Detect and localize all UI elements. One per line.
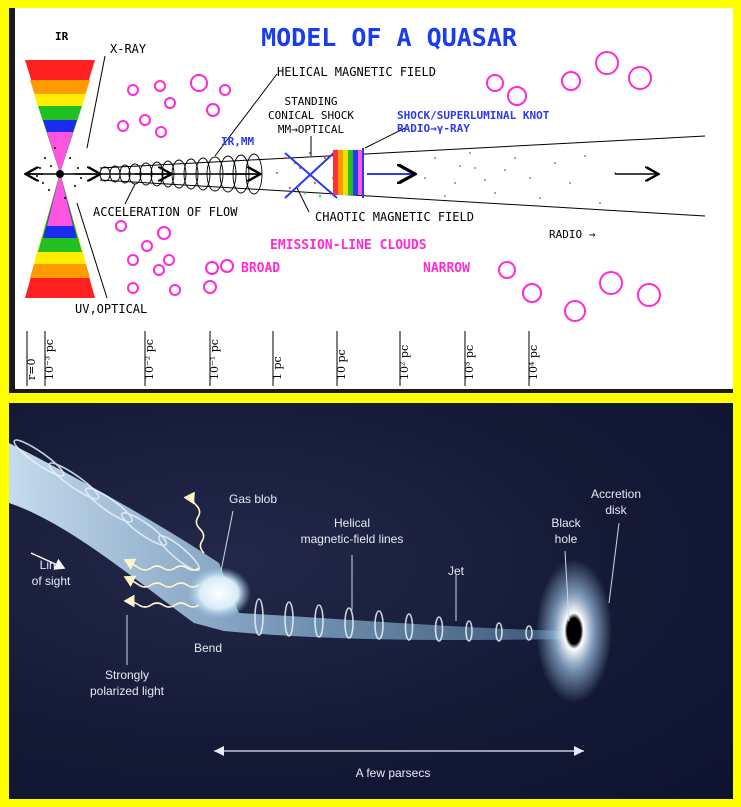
diagram-title: MODEL OF A QUASAR — [261, 23, 518, 52]
label-helical-2: magnetic-field lines — [301, 532, 404, 546]
label-emission: EMISSION-LINE CLOUDS — [270, 238, 427, 253]
label-narrow: NARROW — [423, 261, 470, 276]
label-radio: RADIO → — [549, 228, 596, 241]
scale-bar — [214, 746, 584, 756]
label-shock-2: RADIO→γ-RAY — [397, 122, 470, 135]
label-uv-optical: UV,OPTICAL — [75, 302, 147, 316]
axis-tick-label: r=0 — [25, 359, 38, 380]
axis-tick-label: 10² pc — [398, 345, 411, 380]
axis-tick-label: 10³ pc — [463, 345, 476, 380]
label-gas-blob: Gas blob — [229, 492, 277, 506]
quasar-model-panel: MODEL OF A QUASAR IR — [9, 8, 733, 393]
label-line-2: of sight — [32, 574, 71, 588]
emission-clouds — [116, 52, 660, 321]
label-shock-1: SHOCK/SUPERLUMINAL KNOT — [397, 109, 550, 122]
label-acceleration: ACCELERATION OF FLOW — [93, 205, 238, 219]
label-accretion-1: Accretion — [591, 487, 641, 501]
label-chaotic: CHAOTIC MAGNETIC FIELD — [315, 210, 474, 224]
blazar-illustration-panel: Gas blob Helical magnetic-field lines Je… — [9, 403, 733, 799]
blazar-illustration: Gas blob Helical magnetic-field lines Je… — [9, 403, 733, 799]
quasar-model-diagram: MODEL OF A QUASAR IR — [15, 8, 733, 389]
axis-tick-label: 10⁴ pc — [527, 345, 540, 380]
label-helical-1: Helical — [334, 516, 370, 530]
label-standing-3: MM→OPTICAL — [278, 123, 345, 136]
label-polarized-1: Strongly — [105, 668, 149, 682]
label-scale: A few parsecs — [356, 766, 431, 780]
jet-plasma-dots — [424, 152, 616, 204]
label-accretion-2: disk — [605, 503, 627, 517]
axis-tick-label: 10 pc — [335, 349, 348, 380]
label-polarized-2: polarized light — [90, 684, 165, 698]
distance-axis: r=0 10⁻³ pc 10⁻² pc 10⁻¹ pc 1 pc 10 pc 1… — [25, 331, 540, 386]
axis-tick-label: 1 pc — [271, 356, 284, 380]
axis-tick-label: 10⁻¹ pc — [208, 339, 221, 380]
label-bend: Bend — [194, 641, 222, 655]
axis-tick-label: 10⁻³ pc — [43, 339, 56, 380]
dust-torus — [25, 60, 95, 298]
black-hole — [568, 619, 580, 643]
label-standing-2: CONICAL SHOCK — [268, 109, 354, 122]
label-xray: X-RAY — [110, 42, 147, 56]
axis-tick-label: 10⁻² pc — [143, 339, 156, 380]
label-ir-mm: IR,MM — [221, 135, 254, 148]
label-broad: BROAD — [241, 261, 280, 276]
jet-body — [9, 443, 564, 640]
gas-blob — [187, 567, 251, 619]
label-black-2: hole — [555, 532, 578, 546]
label-standing-1: STANDING — [285, 95, 338, 108]
label-ir: IR — [55, 30, 69, 43]
superluminal-knot — [333, 148, 363, 198]
label-jet: Jet — [448, 564, 465, 578]
label-helical-field: HELICAL MAGNETIC FIELD — [277, 65, 436, 79]
label-black-1: Black — [551, 516, 581, 530]
label-line-1: Line — [40, 558, 63, 572]
